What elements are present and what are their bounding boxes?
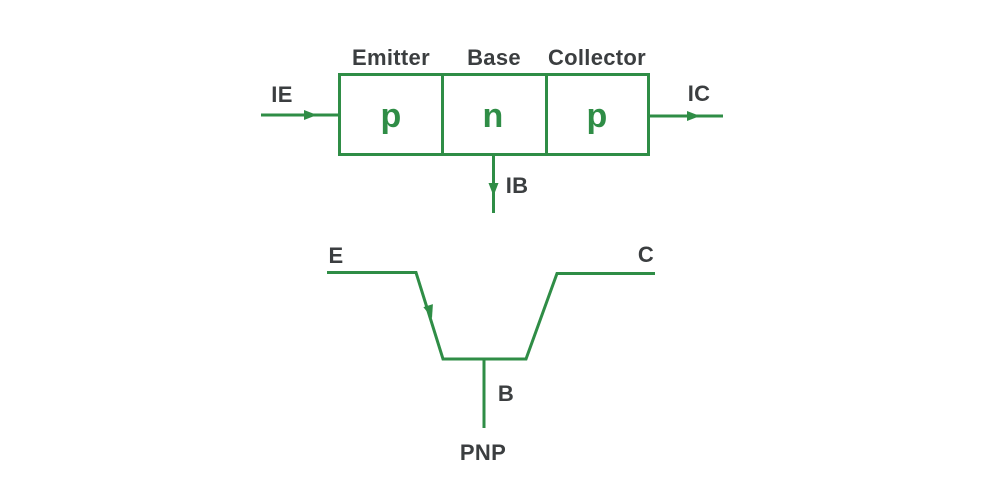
collector-region-label: Collector (547, 45, 647, 70)
pnp-block-outline (338, 73, 650, 156)
emitter-terminal-label: E (328, 243, 344, 268)
emitter-current-arrowhead (304, 110, 317, 120)
base-region-label: Base (467, 45, 521, 70)
emitter-symbol-arrowhead (423, 304, 433, 318)
base-terminal-label: B (497, 381, 515, 406)
collector-terminal-label: C (637, 242, 655, 267)
emitter-region-label: Emitter (352, 45, 430, 70)
emitter-current-label: IE (271, 82, 293, 107)
emitter-layer-letter: p (380, 97, 402, 135)
diagram-caption: PNP (459, 440, 507, 465)
collector-current-label: IC (687, 81, 711, 106)
base-current-label: IB (505, 173, 529, 198)
base-current-arrowhead (488, 183, 499, 196)
collector-current-arrowhead (687, 111, 700, 121)
pnp-symbol-path (327, 271, 655, 361)
base-layer-letter: n (482, 97, 504, 135)
collector-layer-letter: p (586, 97, 608, 135)
